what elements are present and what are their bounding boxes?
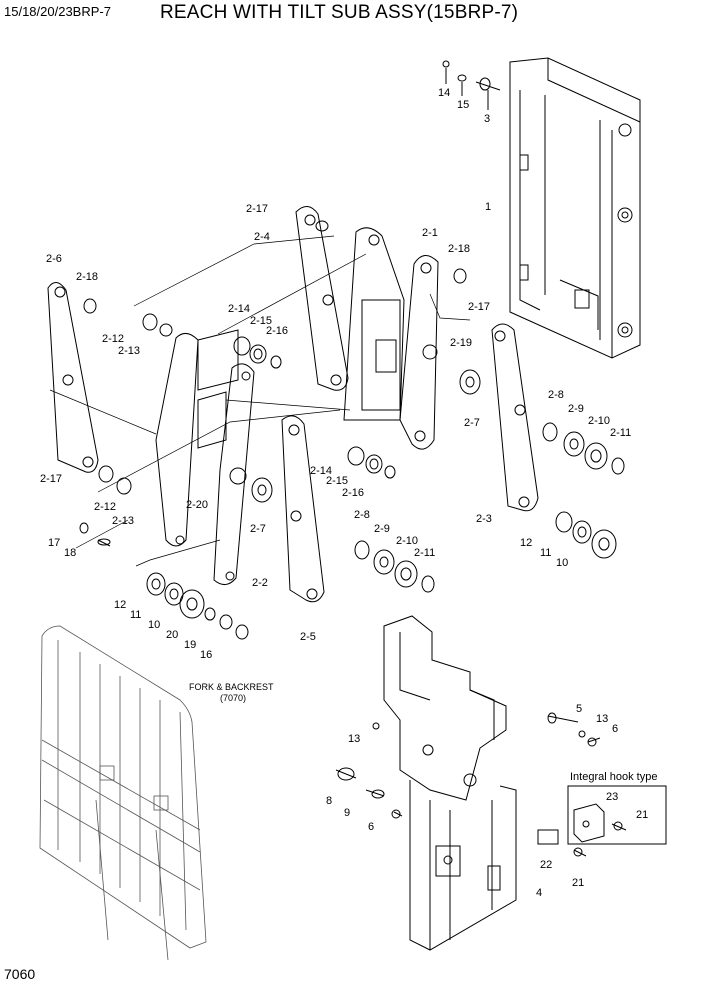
callout: 12 (520, 537, 532, 549)
callout: 2-9 (568, 403, 584, 415)
reach-carriage-4 (383, 615, 517, 951)
integral-hook-box (567, 785, 667, 845)
callout: 2-15 (250, 315, 272, 327)
callout: 2-10 (588, 415, 610, 427)
callout: 21 (636, 809, 648, 821)
callout: 6 (612, 723, 618, 735)
carriage-plate (343, 227, 405, 421)
callout: 2-15 (326, 475, 348, 487)
callout: 13 (348, 733, 360, 745)
callout: 2-3 (476, 513, 492, 525)
arm-2-6 (47, 282, 99, 473)
callout: 22 (540, 859, 552, 871)
callout: 2-17 (246, 203, 268, 215)
callout: 10 (556, 557, 568, 569)
callout: 2-20 (186, 499, 208, 511)
callout: 1 (485, 201, 491, 213)
arm-2-1 (399, 255, 439, 450)
callout: 16 (200, 649, 212, 661)
callout: 2-18 (76, 271, 98, 283)
fork-backrest-label: FORK & BACKREST (189, 682, 274, 692)
callout: 2-11 (414, 547, 435, 559)
callout: 2-16 (342, 487, 364, 499)
callout: 9 (344, 807, 350, 819)
callout: 20 (166, 629, 178, 641)
callout: 12 (114, 599, 126, 611)
callout: 15 (457, 99, 469, 111)
plate-2-2-group (155, 329, 255, 585)
callout: 8 (326, 795, 332, 807)
callout: 18 (64, 547, 76, 559)
callout: 2-18 (448, 243, 470, 255)
callout: 2-13 (118, 345, 140, 357)
arm-2-4 (295, 206, 349, 391)
frame-1 (509, 57, 641, 359)
callout: 13 (596, 713, 608, 725)
callout: 2-16 (266, 325, 288, 337)
fork-backrest (39, 625, 207, 961)
callout: 23 (606, 791, 618, 803)
page-title: REACH WITH TILT SUB ASSY(15BRP-7) (160, 2, 519, 23)
callout: 2-14 (228, 303, 250, 315)
guide-lines (49, 235, 471, 567)
callout: 2-13 (112, 515, 134, 527)
callout: 2-10 (396, 535, 418, 547)
callout: 21 (572, 877, 584, 889)
callout: 2-17 (40, 473, 62, 485)
callout: 2-9 (374, 523, 390, 535)
callout: 3 (484, 113, 490, 125)
callout: 2-11 (610, 427, 631, 439)
page-number: 7060 (4, 966, 36, 982)
callout: 2-4 (254, 231, 270, 243)
fork-backrest-ref: (7070) (220, 693, 246, 703)
callout: 2-8 (548, 389, 564, 401)
callout: 2-1 (422, 227, 438, 239)
pin-3 (442, 60, 501, 110)
small-parts (335, 712, 601, 857)
callout: 2-2 (252, 577, 268, 589)
callout: 2-5 (300, 631, 316, 643)
callout: 11 (540, 547, 551, 559)
callout: 10 (148, 619, 160, 631)
callout: 2-8 (354, 509, 370, 521)
callout: 2-12 (94, 501, 116, 513)
callout: 2-12 (102, 333, 124, 345)
callout: 2-7 (464, 417, 480, 429)
callout: 17 (48, 537, 60, 549)
arm-2-5 (281, 415, 325, 603)
callout: 4 (536, 887, 542, 899)
washers (79, 268, 625, 640)
callout: 19 (184, 639, 196, 651)
callout: 5 (576, 703, 582, 715)
callout: 6 (368, 821, 374, 833)
callout: 2-6 (46, 253, 62, 265)
callout: 2-19 (450, 337, 472, 349)
arm-2-3 (491, 323, 539, 512)
callout: 11 (130, 609, 141, 621)
callout: 14 (438, 87, 450, 99)
integral-hook-label: Integral hook type (570, 771, 657, 783)
callout: 2-17 (468, 301, 490, 313)
callout: 2-7 (250, 523, 266, 535)
callout: 2-14 (310, 465, 332, 477)
model-code: 15/18/20/23BRP-7 (4, 4, 111, 19)
